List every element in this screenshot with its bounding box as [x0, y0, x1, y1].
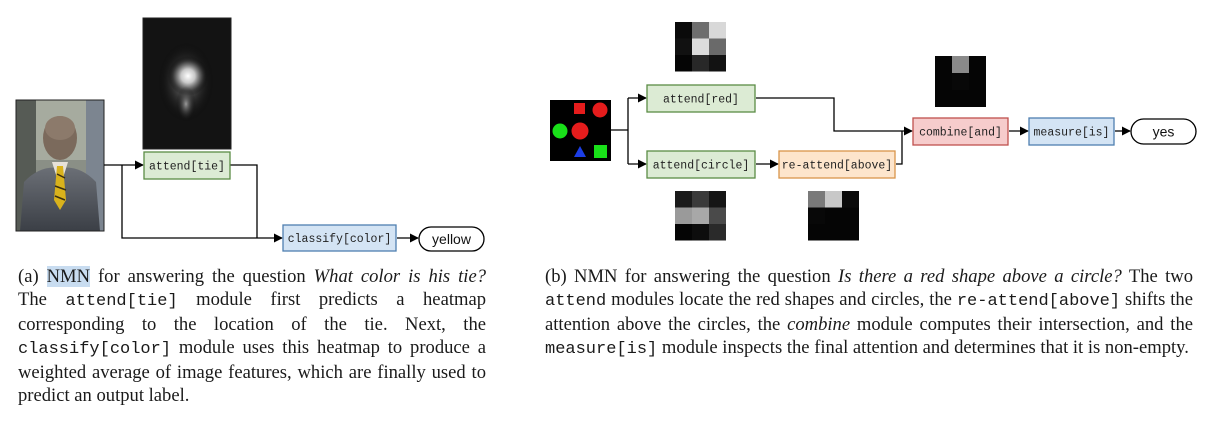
red-square: [574, 103, 585, 114]
module-label: attend[circle]: [653, 160, 750, 173]
caption-a: (a) NMN for answering the question What …: [18, 266, 486, 406]
input-photo: [15, 99, 105, 232]
code-classify-color: classify[color]: [18, 340, 172, 359]
module-attend-circle: attend[circle]: [646, 150, 756, 179]
heatmap-red: [675, 22, 726, 72]
answer-yes: yes: [1130, 118, 1197, 145]
edges-a: [104, 160, 419, 243]
svg-text:yes: yes: [1153, 124, 1175, 140]
module-label: attend[tie]: [149, 161, 225, 174]
answer-yellow: yellow: [418, 226, 485, 252]
question: What color is his tie?: [313, 266, 486, 287]
module-label: attend[red]: [663, 94, 739, 107]
edges-b: [611, 93, 1131, 169]
green-square: [594, 145, 607, 158]
module-attend-tie: attend[tie]: [143, 151, 231, 180]
module-measure-is: measure[is]: [1028, 117, 1115, 146]
red-circle: [571, 122, 589, 140]
heatmap-above: [808, 191, 859, 241]
heatmap-circle: [675, 191, 726, 241]
shapes-image: [550, 100, 611, 161]
module-label: measure[is]: [1034, 127, 1110, 140]
module-label: combine[and]: [919, 127, 1002, 140]
code-reattend-above: re-attend[above]: [956, 292, 1121, 311]
tie-heatmap: [142, 17, 232, 150]
module-label: re-attend[above]: [782, 160, 892, 173]
svg-text:yellow: yellow: [432, 231, 472, 247]
module-combine-and: combine[and]: [912, 117, 1009, 146]
code-measure-is: measure[is]: [545, 340, 658, 359]
caption-b: (b) NMN for answering the question Is th…: [545, 266, 1193, 359]
module-label: classify[color]: [288, 233, 392, 246]
module-classify-color: classify[color]: [282, 224, 397, 252]
nmn-highlight: NMN: [46, 266, 90, 287]
question: Is there a red shape above a circle?: [838, 266, 1122, 287]
code-attend-tie: attend[tie]: [65, 292, 178, 311]
module-attend-red: attend[red]: [646, 84, 756, 113]
heatmap-and: [935, 56, 986, 107]
red-circle: [592, 102, 608, 118]
caption-label: (b): [545, 266, 567, 287]
code-attend: attend: [545, 292, 607, 311]
green-circle: [552, 123, 568, 139]
blue-triangle: [574, 146, 586, 157]
combine-emphasis: combine: [787, 314, 851, 335]
caption-label: (a): [18, 266, 39, 287]
module-reattend-above: re-attend[above]: [778, 150, 896, 179]
